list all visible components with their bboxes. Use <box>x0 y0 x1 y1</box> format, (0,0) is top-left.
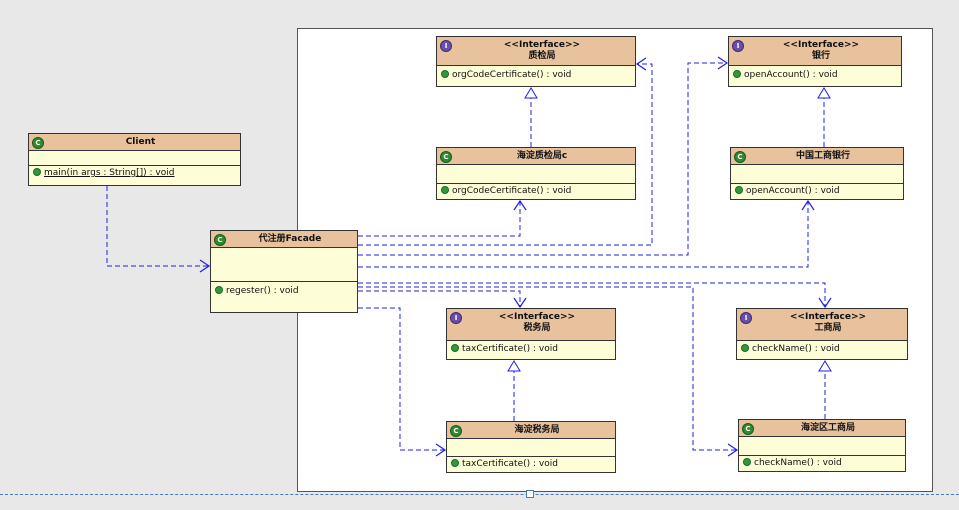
operation-label: regester() : void <box>226 286 299 296</box>
resize-handle[interactable] <box>526 490 534 498</box>
public-method-icon <box>33 168 41 176</box>
class-icon: C <box>742 423 754 435</box>
public-method-icon <box>451 459 459 467</box>
operation[interactable]: regester() : void <box>211 282 357 300</box>
interface-icon: I <box>450 312 462 324</box>
class-header: I <<Interface>> 工商局 <box>737 309 907 341</box>
operation[interactable]: checkName() : void <box>737 341 907 358</box>
class-header: I <<Interface>> 银行 <box>729 37 901 66</box>
class-icon: C <box>440 151 452 163</box>
class-name: 海淀税务局 <box>514 425 560 435</box>
class-haidian-shuiwuju[interactable]: C 海淀税务局 taxCertificate() : void <box>446 421 616 473</box>
interface-zhijianju[interactable]: I <<Interface>> 质检局 orgCodeCertificate()… <box>436 36 636 87</box>
class-header: I <<Interface>> 税务局 <box>447 309 615 341</box>
public-method-icon <box>441 70 449 78</box>
public-method-icon <box>741 344 749 352</box>
class-name: 海淀区工商局 <box>800 423 855 433</box>
operation[interactable]: checkName() : void <box>739 456 905 471</box>
interface-icon: I <box>440 40 452 52</box>
operation[interactable]: taxCertificate() : void <box>447 457 615 472</box>
class-icbc[interactable]: C 中国工商银行 openAccount() : void <box>730 147 904 200</box>
operation[interactable]: openAccount() : void <box>729 66 901 85</box>
attributes-compartment <box>739 437 905 456</box>
operation[interactable]: main(in args : String[]) : void <box>29 166 240 181</box>
stereotype: <<Interface>> <box>503 40 581 50</box>
public-method-icon <box>215 286 223 294</box>
class-name: 代注册Facade <box>258 234 322 244</box>
class-client[interactable]: C Client main(in args : String[]) : void <box>28 133 241 186</box>
class-name: 海淀质检局c <box>516 151 568 161</box>
operation-label: checkName() : void <box>752 344 840 354</box>
class-haidian-gongshangju[interactable]: C 海淀区工商局 checkName() : void <box>738 419 906 472</box>
class-name: 银行 <box>811 51 830 61</box>
class-name: 中国工商银行 <box>795 151 850 161</box>
public-method-icon <box>451 344 459 352</box>
attributes-compartment <box>437 165 635 184</box>
interface-yinhang[interactable]: I <<Interface>> 银行 openAccount() : void <box>728 36 902 87</box>
attributes-compartment <box>29 151 240 166</box>
class-name: 质检局 <box>528 51 556 61</box>
attributes-compartment <box>447 439 615 457</box>
class-haidian-zhijianju[interactable]: C 海淀质检局c orgCodeCertificate() : void <box>436 147 636 200</box>
stereotype: <<Interface>> <box>498 312 576 322</box>
dependency-client-facade <box>106 186 208 267</box>
class-icon: C <box>734 151 746 163</box>
class-header: I <<Interface>> 质检局 <box>437 37 635 66</box>
class-name: Client <box>125 137 156 147</box>
operation-label: taxCertificate() : void <box>462 459 558 469</box>
class-header: C 海淀税务局 <box>447 422 615 439</box>
operation-label: orgCodeCertificate() : void <box>452 70 572 80</box>
class-header: C 海淀质检局c <box>437 148 635 165</box>
operation[interactable]: orgCodeCertificate() : void <box>437 66 635 85</box>
page-divider <box>0 494 959 495</box>
class-icon: C <box>32 137 44 149</box>
stereotype: <<Interface>> <box>789 312 867 322</box>
interface-icon: I <box>740 312 752 324</box>
interface-gongshangju[interactable]: I <<Interface>> 工商局 checkName() : void <box>736 308 908 360</box>
class-header: C 代注册Facade <box>211 231 357 248</box>
operation-label: orgCodeCertificate() : void <box>452 186 572 196</box>
class-facade[interactable]: C 代注册Facade regester() : void <box>210 230 358 313</box>
operation[interactable]: openAccount() : void <box>731 184 903 199</box>
operation-label: checkName() : void <box>754 458 842 468</box>
public-method-icon <box>735 186 743 194</box>
arrowhead-facade <box>199 259 211 273</box>
class-icon: C <box>214 234 226 246</box>
public-method-icon <box>733 70 741 78</box>
operation-label: taxCertificate() : void <box>462 344 558 354</box>
public-method-icon <box>441 186 449 194</box>
operation-label: openAccount() : void <box>744 70 838 80</box>
interface-icon: I <box>732 40 744 52</box>
class-name: 工商局 <box>814 323 842 333</box>
class-header: C Client <box>29 134 240 151</box>
operation-label: openAccount() : void <box>746 186 840 196</box>
attributes-compartment <box>211 248 357 282</box>
operation[interactable]: orgCodeCertificate() : void <box>437 184 635 199</box>
attributes-compartment <box>731 165 903 184</box>
class-icon: C <box>450 425 462 437</box>
class-header: C 海淀区工商局 <box>739 420 905 437</box>
class-header: C 中国工商银行 <box>731 148 903 165</box>
interface-shuiwuju[interactable]: I <<Interface>> 税务局 taxCertificate() : v… <box>446 308 616 360</box>
public-method-icon <box>743 458 751 466</box>
stereotype: <<Interface>> <box>782 40 860 50</box>
class-name: 税务局 <box>523 323 551 333</box>
operation[interactable]: taxCertificate() : void <box>447 341 615 358</box>
operation-label: main(in args : String[]) : void <box>44 168 175 178</box>
